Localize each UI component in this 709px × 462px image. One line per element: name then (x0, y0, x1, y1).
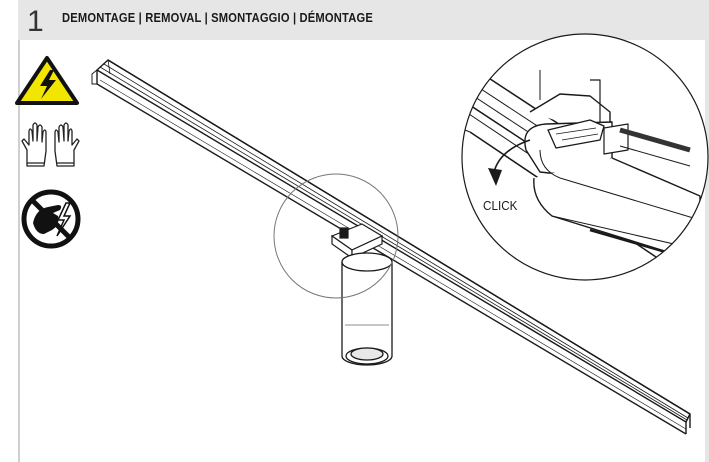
protective-gloves-icon (21, 122, 80, 167)
left-border (18, 40, 20, 462)
spotlight (341, 252, 393, 366)
header-bar (18, 0, 709, 40)
track-rail (91, 59, 691, 435)
right-border (705, 40, 709, 462)
detail-magnifier (461, 33, 709, 281)
click-label: CLICK (483, 198, 518, 213)
detail-marker-circle (273, 173, 399, 299)
rotation-arrow-icon (493, 139, 531, 173)
step-title: DEMONTAGE | REMOVAL | SMONTAGGIO | DÉMON… (62, 10, 373, 25)
warning-high-voltage-icon (15, 56, 79, 105)
do-not-touch-live-icon (21, 189, 81, 249)
step-number: 1 (27, 5, 44, 38)
